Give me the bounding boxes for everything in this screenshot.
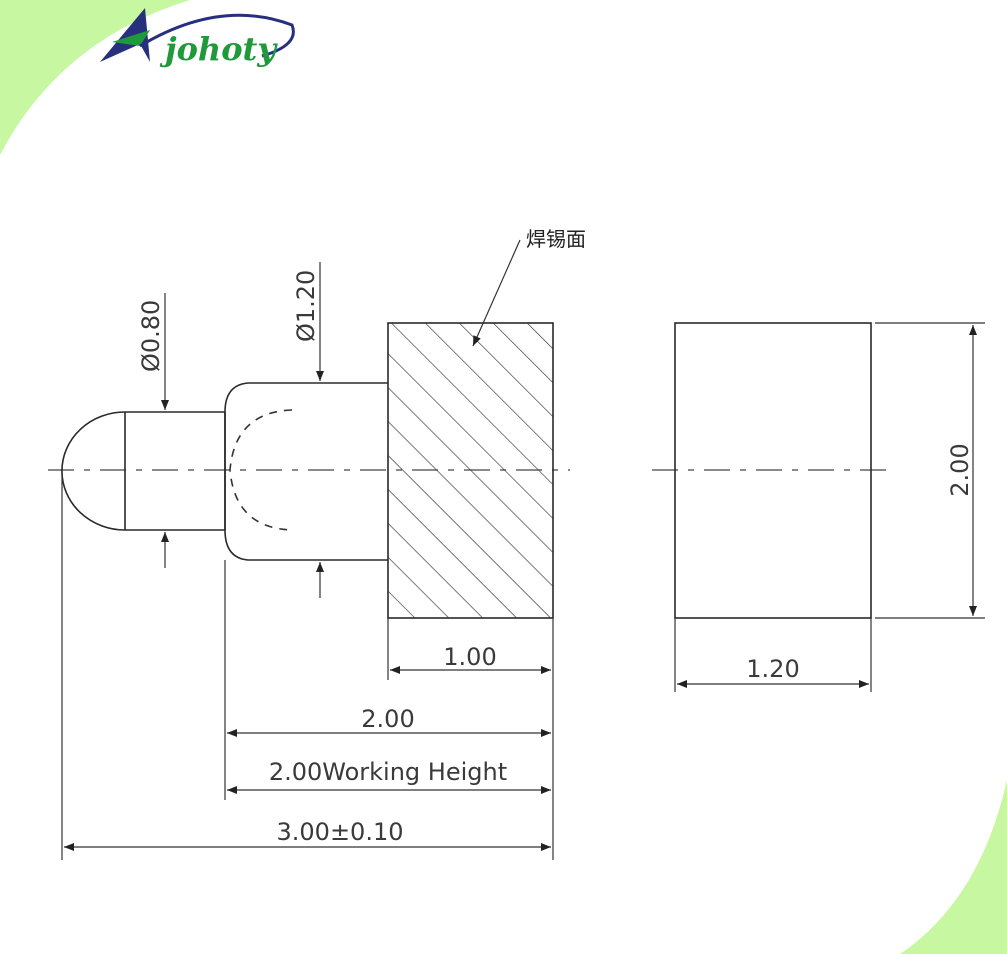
working-height-label: 2.00Working Height xyxy=(269,758,507,786)
plunger-length-label: 2.00 xyxy=(361,705,414,733)
brand-logo: johoty xyxy=(100,8,295,68)
bottom-right-corner-decoration xyxy=(900,780,1007,954)
side-width-dimension: 1.20 xyxy=(674,618,872,692)
plunger-length-dimension: 2.00 xyxy=(224,560,551,800)
solder-face-label: 焊锡面 xyxy=(526,227,586,251)
head-front-view xyxy=(674,322,872,619)
head-length-label: 1.00 xyxy=(443,643,496,671)
top-left-corner-decoration xyxy=(0,0,190,155)
barrel-diameter-label: Ø1.20 xyxy=(292,270,320,342)
barrel-body xyxy=(224,382,388,561)
barrel-diameter-dimension: Ø1.20 xyxy=(292,262,324,598)
pin-side-view xyxy=(61,322,554,619)
brand-name: johoty xyxy=(159,30,278,68)
hidden-ball xyxy=(229,409,293,531)
side-height-label: 2.00 xyxy=(946,443,974,496)
total-length-dimension: 3.00±0.10 xyxy=(61,470,551,860)
head-length-dimension: 1.00 xyxy=(387,618,554,860)
side-height-dimension: 2.00 xyxy=(875,322,985,619)
total-length-label: 3.00±0.10 xyxy=(277,818,404,846)
tip-diameter-label: Ø0.80 xyxy=(137,300,165,372)
solder-face-callout: 焊锡面 xyxy=(472,227,586,347)
working-height-dimension: 2.00Working Height xyxy=(227,758,551,794)
side-width-label: 1.20 xyxy=(746,655,799,683)
tip-diameter-dimension: Ø0.80 xyxy=(137,293,169,568)
tip-dome xyxy=(61,411,126,531)
solder-head xyxy=(387,322,554,619)
